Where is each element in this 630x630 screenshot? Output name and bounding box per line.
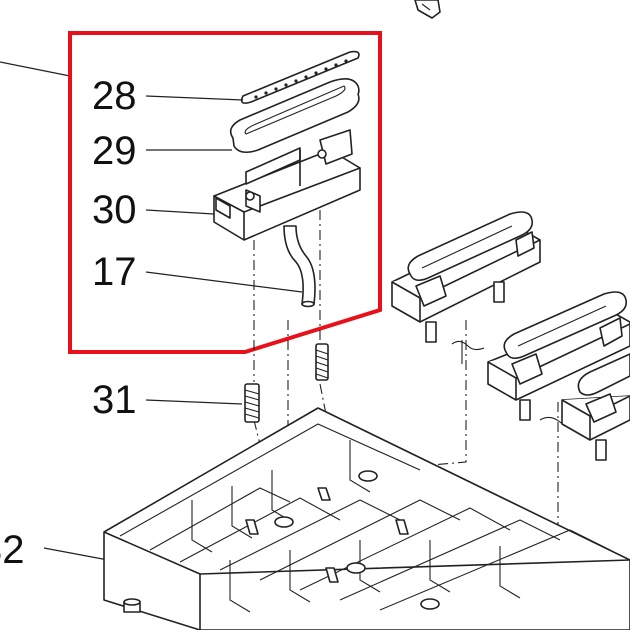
leader-31: [145, 399, 243, 405]
callout-28: 28: [92, 74, 137, 118]
cap-holder-icon: [391, 211, 541, 364]
spring-icon: [244, 383, 260, 423]
cap-holder-icon: [561, 353, 630, 461]
leader-17: [145, 271, 303, 293]
callout-17: 17: [92, 250, 137, 294]
callout-31: 31: [92, 378, 137, 422]
spring-icon: [315, 343, 329, 381]
gasket-icon: [240, 50, 360, 104]
callout-29: 29: [92, 129, 137, 173]
highlight-box: [68, 31, 382, 354]
cap-holder-icon: [487, 291, 630, 427]
leader-upper-left: [0, 61, 71, 77]
top-fragment-icon: [414, 0, 441, 19]
callout-30: 30: [92, 188, 137, 232]
leader-32: [43, 547, 109, 561]
cap-holder-icon: [213, 129, 361, 241]
cap-seal-icon: [229, 78, 360, 154]
leader-28: [145, 95, 244, 101]
leader-30: [145, 209, 215, 215]
tube-icon: [283, 225, 316, 308]
base-tray-icon: [103, 407, 630, 630]
callout-32: 32: [0, 528, 25, 572]
